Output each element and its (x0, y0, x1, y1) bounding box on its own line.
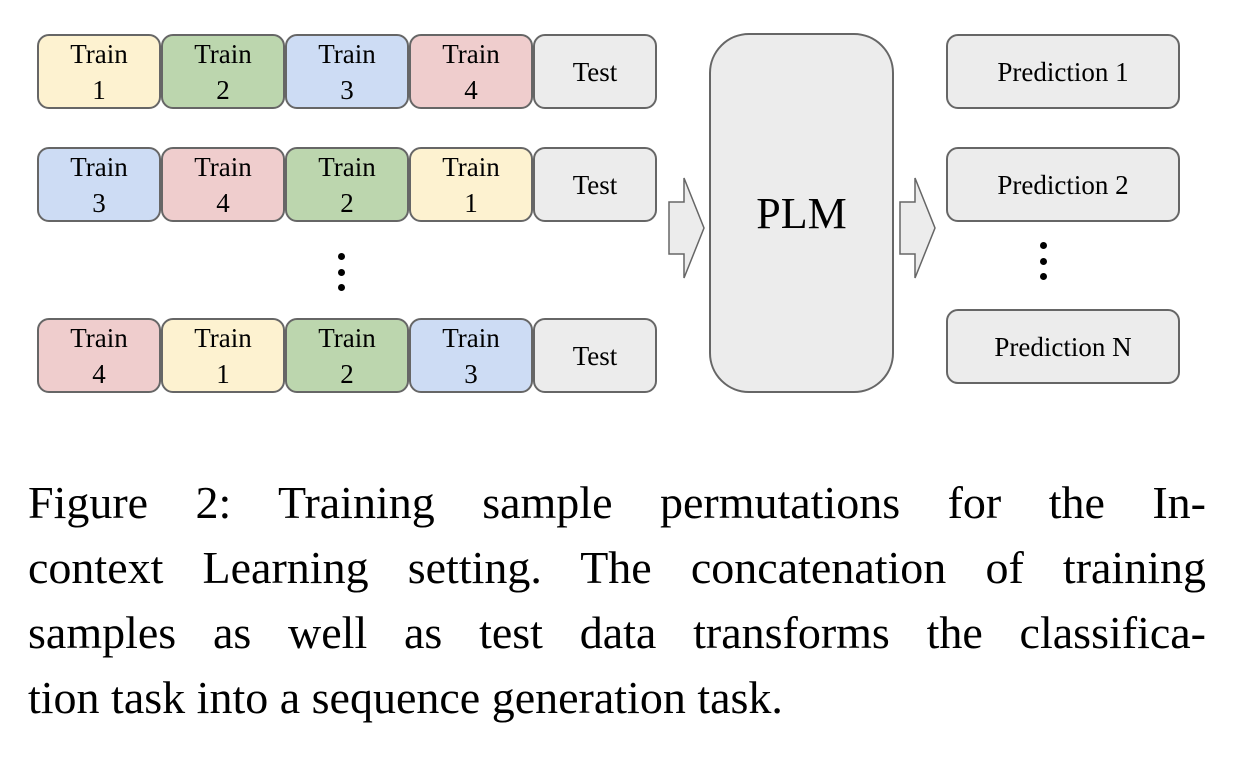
test-label: Test (572, 340, 618, 371)
train-label: Train (194, 151, 252, 182)
caption-line: context Learning setting. The concatenat… (28, 542, 1206, 593)
ellipsis-predictions-icon (1040, 242, 1048, 280)
arrow-right-icon (668, 177, 705, 279)
caption-line: samples as well as test data transforms … (28, 607, 1206, 658)
test-sample-box: Test (533, 147, 657, 222)
plm-model-box: PLM (709, 33, 894, 393)
prediction-label: Prediction 2 (997, 169, 1129, 200)
test-sample-box: Test (533, 34, 657, 109)
train-number: 3 (92, 187, 106, 218)
train-label: Train (194, 38, 252, 69)
train-sample-box: Train 3 (409, 318, 533, 393)
train-sample-box: Train 2 (285, 318, 409, 393)
train-label: Train (318, 322, 376, 353)
train-label: Train (442, 38, 500, 69)
train-sample-box: Train 3 (285, 34, 409, 109)
train-label: Train (318, 38, 376, 69)
train-number: 1 (216, 358, 230, 389)
train-number: 4 (92, 358, 106, 389)
train-number: 4 (464, 74, 478, 105)
prediction-box: Prediction N (946, 309, 1180, 384)
train-number: 4 (216, 187, 230, 218)
caption-line: tion task into a sequence generation tas… (28, 672, 783, 723)
prediction-label: Prediction 1 (997, 56, 1129, 87)
train-label: Train (70, 151, 128, 182)
train-sample-box: Train 4 (37, 318, 161, 393)
figure-caption: Figure 2: Training sample permutations f… (28, 470, 1206, 730)
prediction-box: Prediction 2 (946, 147, 1180, 222)
train-number: 2 (340, 358, 354, 389)
train-sample-box: Train 1 (161, 318, 285, 393)
arrow-right-icon (899, 177, 936, 279)
ellipsis-rows-icon (338, 253, 346, 291)
test-label: Test (572, 169, 618, 200)
train-sample-box: Train 1 (409, 147, 533, 222)
train-number: 3 (464, 358, 478, 389)
train-label: Train (70, 322, 128, 353)
train-number: 3 (340, 74, 354, 105)
train-label: Train (442, 322, 500, 353)
test-label: Test (572, 56, 618, 87)
test-sample-box: Test (533, 318, 657, 393)
train-number: 2 (216, 74, 230, 105)
train-label: Train (194, 322, 252, 353)
train-sample-box: Train 2 (285, 147, 409, 222)
train-sample-box: Train 3 (37, 147, 161, 222)
train-number: 1 (92, 74, 106, 105)
train-number: 1 (464, 187, 478, 218)
train-sample-box: Train 4 (409, 34, 533, 109)
train-label: Train (70, 38, 128, 69)
caption-line: Figure 2: Training sample permutations f… (28, 477, 1206, 528)
plm-label: PLM (756, 188, 847, 238)
train-sample-box: Train 2 (161, 34, 285, 109)
prediction-box: Prediction 1 (946, 34, 1180, 109)
train-number: 2 (340, 187, 354, 218)
train-sample-box: Train 4 (161, 147, 285, 222)
train-label: Train (318, 151, 376, 182)
train-sample-box: Train 1 (37, 34, 161, 109)
prediction-label: Prediction N (994, 331, 1132, 362)
train-label: Train (442, 151, 500, 182)
